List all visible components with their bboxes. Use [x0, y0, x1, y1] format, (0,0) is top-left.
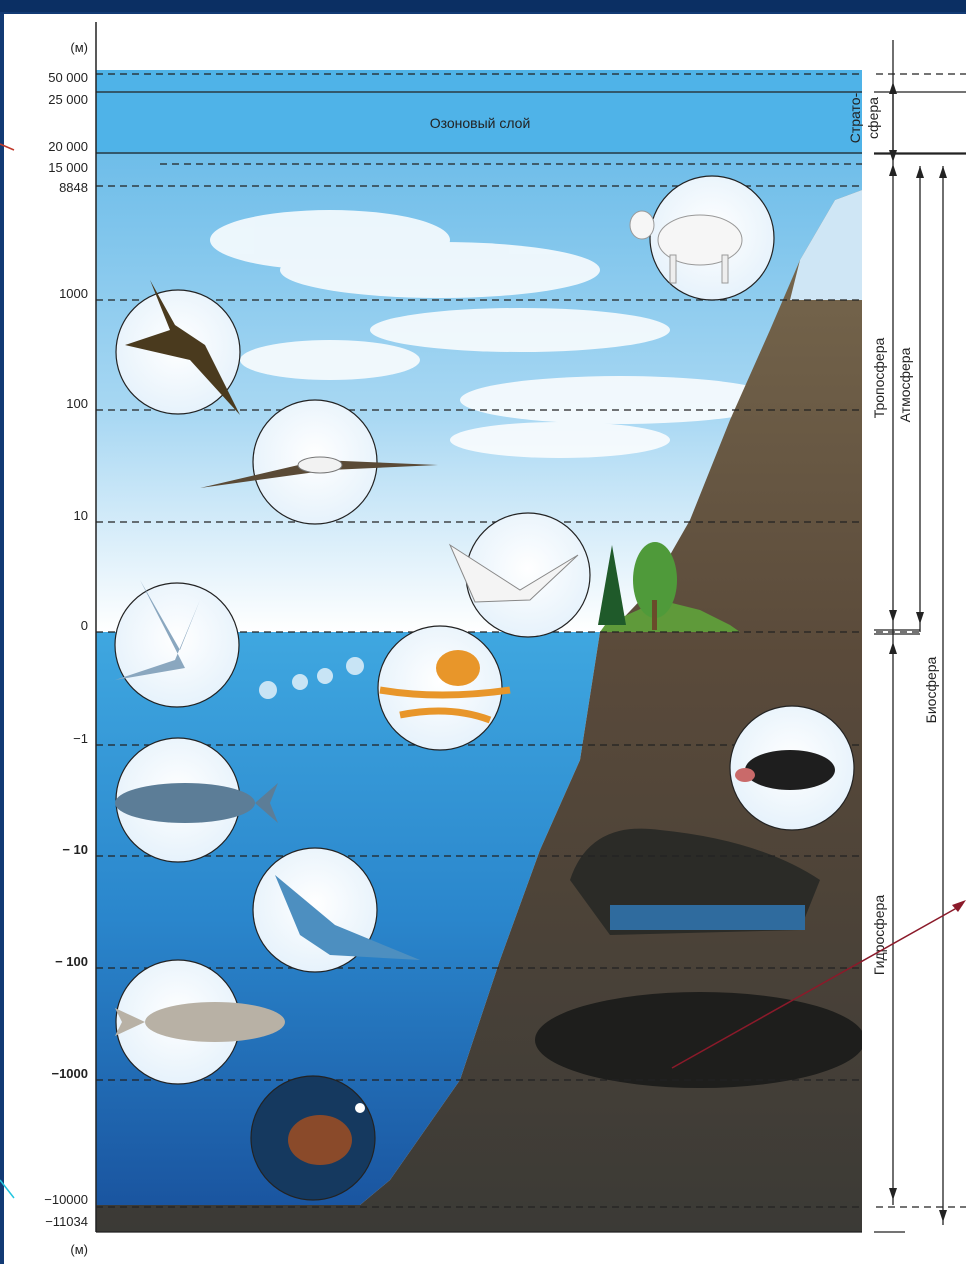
depth-label-11034: −11034 — [45, 1214, 88, 1229]
alt-label-20000: 20 000 — [48, 139, 88, 154]
alt-label-8848: 8848 — [59, 180, 88, 195]
zone-label-troposphere: Тропосфера — [871, 338, 887, 419]
cave-lake — [610, 905, 805, 930]
alt-label-15000: 15 000 — [48, 160, 88, 175]
alt-label-1000: 1000 — [59, 286, 88, 301]
mole-icon — [730, 706, 854, 830]
alt-label-25000: 25 000 — [48, 92, 88, 107]
unit-bottom-label: (м) — [70, 1242, 88, 1257]
zone-bracket-gap — [862, 70, 874, 1235]
zone-label-strato-b: сфера — [865, 97, 881, 139]
depth-label-10000: −10000 — [44, 1192, 88, 1207]
alt-label-100: 100 — [66, 396, 88, 411]
depth-label-1: −1 — [73, 731, 88, 746]
zone-label-atmosphere: Атмосфера — [897, 347, 913, 422]
unit-top-label: (м) — [70, 40, 88, 55]
oil-deposit — [535, 992, 865, 1088]
zone-label-hydrosphere: Гидросфера — [871, 895, 887, 975]
ozone-layer — [96, 70, 862, 154]
depth-label-1000: −1000 — [51, 1066, 88, 1081]
alt-label-10: 10 — [74, 508, 88, 523]
zone-label-strato-a: Страто- — [847, 92, 863, 143]
depth-label-10: − 10 — [62, 842, 88, 857]
zone-label-biosphere: Биосфера — [923, 656, 939, 723]
alt-label-0: 0 — [81, 618, 88, 633]
alt-label-50000: 50 000 — [48, 70, 88, 85]
depth-label-100: − 100 — [55, 954, 88, 969]
ozone-label: Озоновый слой — [430, 115, 531, 131]
anglerfish-icon — [251, 1076, 375, 1200]
